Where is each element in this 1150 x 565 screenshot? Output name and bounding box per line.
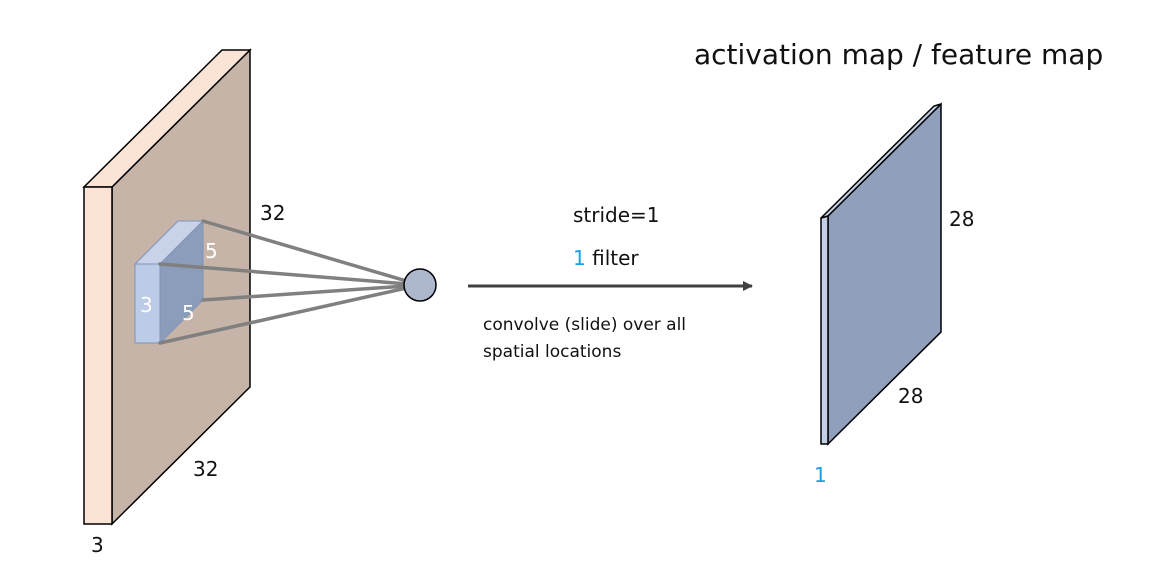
input-height-label: 32 [260, 201, 285, 225]
input-width-label: 32 [193, 457, 218, 481]
filter-width-label: 5 [182, 301, 195, 325]
input-depth-label: 3 [91, 533, 104, 557]
filter-count-number: 1 [573, 246, 586, 270]
connection-line [158, 262, 422, 287]
activation-map [820, 102, 942, 446]
connection-line [201, 283, 422, 302]
connection-line [158, 283, 422, 345]
neuron-circle [403, 268, 437, 302]
filter-count-label: 1 filter [573, 246, 639, 270]
convolve-caption-line2: spatial locations [483, 342, 621, 362]
output-height-label: 28 [949, 207, 974, 231]
filter-connection-lines [158, 219, 422, 345]
output-width-label: 28 [898, 384, 923, 408]
output-depth-label: 1 [814, 463, 827, 487]
activation-map-top-edge [820, 103, 942, 219]
filter-height-label: 5 [205, 239, 218, 263]
connection-line [201, 219, 422, 287]
convolve-caption-line1: convolve (slide) over all [483, 315, 686, 335]
filter-count-word: filter [586, 246, 640, 270]
input-volume-front-face [83, 186, 113, 525]
activation-map-front-edge [820, 215, 829, 445]
stride-label: stride=1 [573, 203, 660, 227]
filter-depth-label: 3 [140, 293, 153, 317]
page-title: activation map / feature map [694, 38, 1103, 71]
